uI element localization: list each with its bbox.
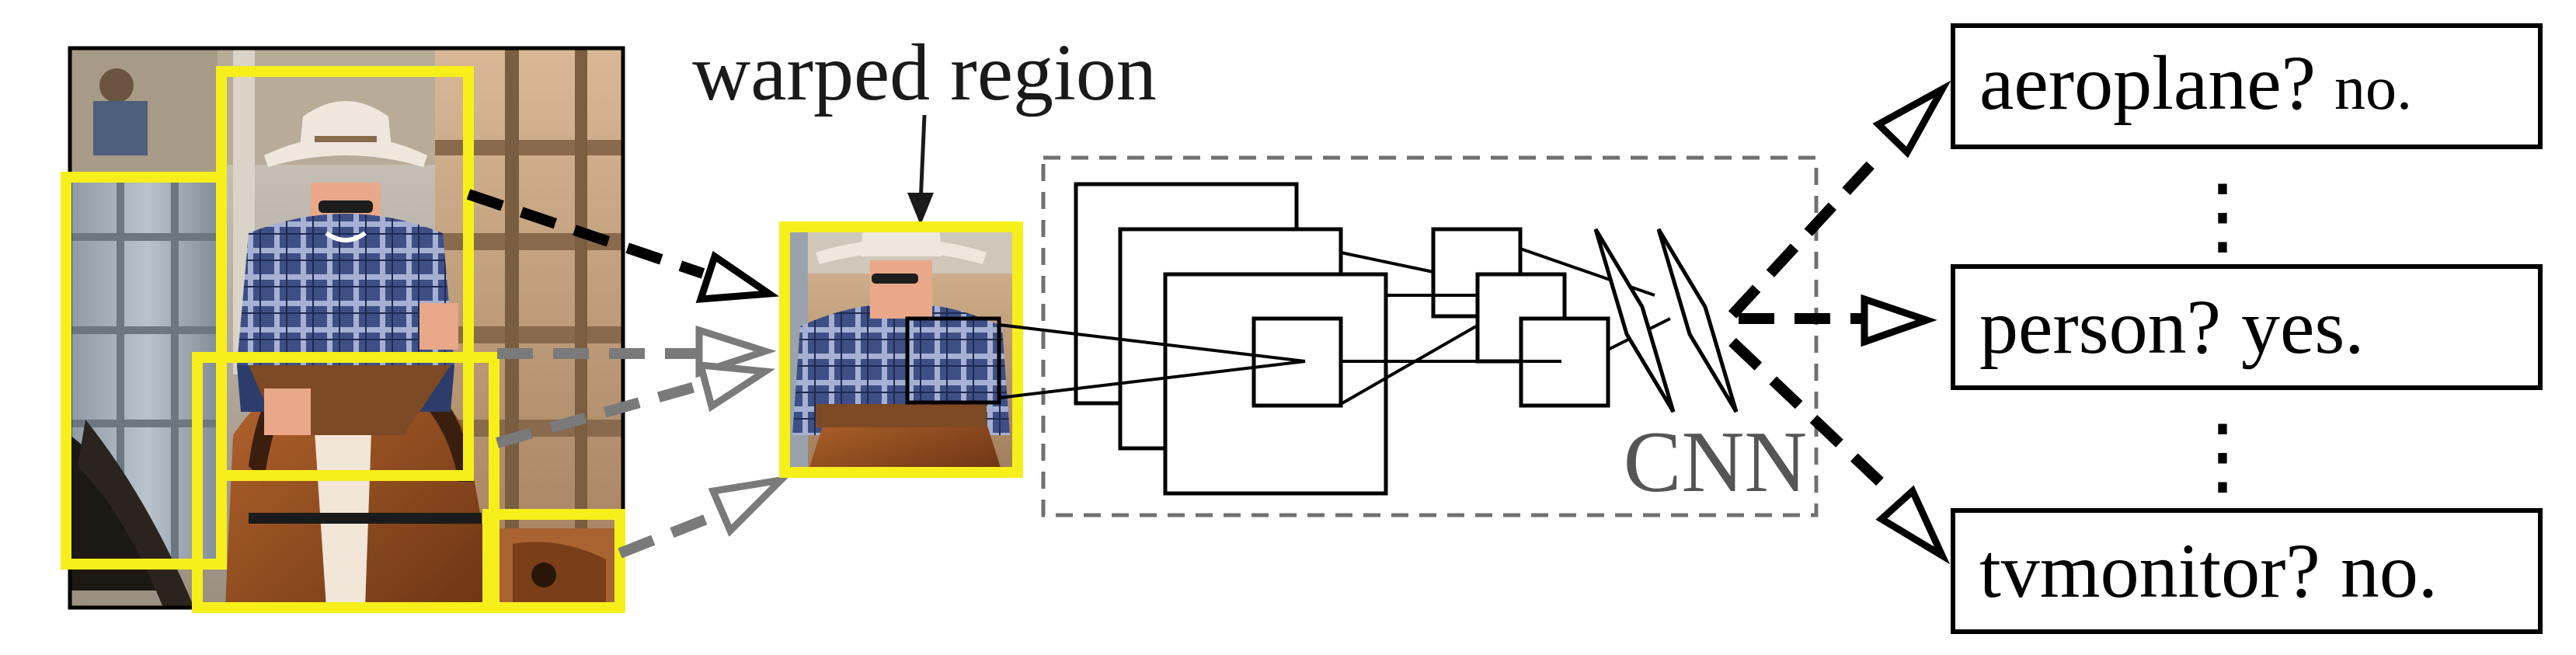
cnn-label: CNN [1624, 414, 1807, 510]
warped-region-label: warped region [692, 28, 1157, 117]
proposal-box-gate [61, 172, 227, 570]
receptive-window [905, 316, 1001, 405]
arrow-to-aeroplane [1728, 159, 1877, 319]
arrow-to-tvmonitor [1728, 337, 1884, 486]
input-image [70, 48, 623, 608]
svg-text:person? yes.: person? yes. [1979, 284, 2364, 370]
class-answer-aeroplane: no. [2334, 54, 2412, 123]
warped-region-image [785, 227, 1018, 472]
cowboy [237, 101, 458, 435]
class-answer-tvmonitor: no. [2341, 528, 2438, 614]
conv1-kernel [1251, 316, 1343, 408]
proposal-arrows [466, 189, 792, 559]
arrowhead-horse-2 [695, 361, 776, 413]
arrowhead-tvmonitor [1875, 485, 1951, 565]
class-outputs: aeroplane? no. ⋮ person? yes. ⋮ tvmonito… [1951, 23, 2543, 634]
warped-region-pointer [918, 114, 927, 204]
fc-layers [1593, 228, 1739, 413]
class-output-person: person? yes. [1951, 264, 2543, 390]
fc7-layer [1656, 228, 1739, 413]
class-answer-person: yes. [2241, 284, 2364, 370]
class-name-aeroplane: aeroplane? [1979, 40, 2316, 126]
class-name-person: person? [1979, 284, 2221, 370]
svg-text:aeroplane? no.: aeroplane? no. [1979, 40, 2412, 126]
region-proposals [61, 66, 625, 613]
warped-region-pointer-head [907, 193, 934, 225]
arrowhead-aeroplane [1872, 80, 1951, 159]
output-arrows [1728, 80, 1951, 565]
saddle-detail [497, 528, 623, 608]
class-output-aeroplane: aeroplane? no. [1951, 23, 2543, 149]
ellipsis-top: ⋮ [2180, 169, 2265, 263]
svg-text:tvmonitor? no.: tvmonitor? no. [1979, 528, 2438, 614]
fc6-layer [1593, 228, 1676, 413]
arrowhead-person-output [1861, 294, 1937, 347]
arrowhead-person [695, 250, 780, 304]
ellipsis-bottom: ⋮ [2180, 409, 2265, 503]
class-name-tvmonitor: tvmonitor? [1979, 528, 2320, 614]
cnn-container [1041, 155, 1819, 517]
proposal-box-saddle [482, 509, 625, 613]
proposal-box-horse [192, 352, 500, 613]
arrow-horse-to-warp-2 [496, 379, 705, 448]
class-output-tvmonitor: tvmonitor? no. [1951, 508, 2543, 634]
arrowhead-horse-1 [695, 325, 777, 378]
arrow-saddle-to-warp [618, 507, 725, 559]
arrowhead-saddle [708, 475, 792, 537]
arrow-person-to-warp [466, 189, 705, 279]
warped-region-frame [779, 221, 1023, 478]
cnn-layers [1074, 182, 1610, 496]
